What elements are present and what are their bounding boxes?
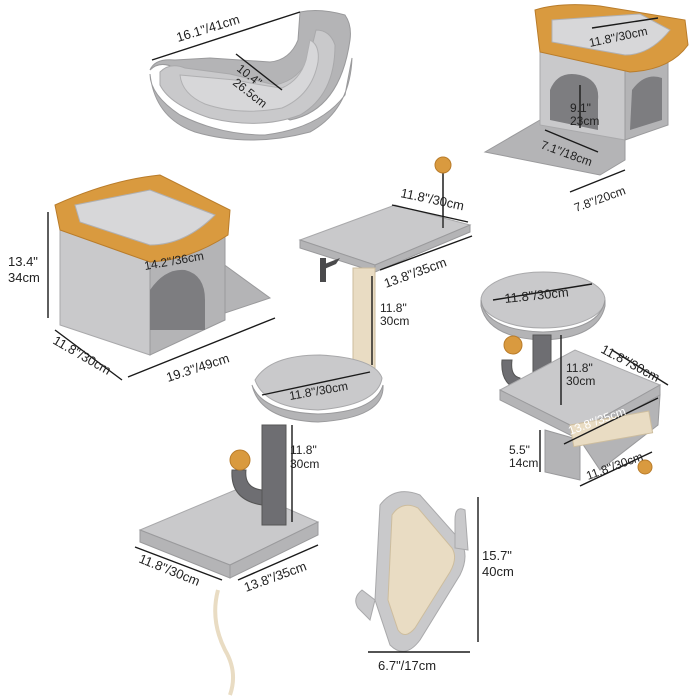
- cactus-post-height-cm-label: 30cm: [290, 457, 319, 471]
- right-height-in-label: 5.5": [509, 443, 530, 457]
- cactus-scratcher-board: [355, 491, 469, 652]
- cactus-post-base: [138, 424, 320, 696]
- right-cactus-height-cm-label: 30cm: [566, 374, 595, 388]
- platform-cactus-roller: [480, 271, 662, 481]
- scratcher-height-in-label: 15.7": [482, 548, 512, 563]
- right-top-platform-label: 11.8"/30cm: [504, 284, 570, 306]
- post-height-in-label: 11.8": [380, 301, 407, 315]
- right-cactus-height-in-label: 11.8": [566, 361, 593, 375]
- house-height-cm-label: 34cm: [8, 270, 40, 285]
- house-height-in-label: 13.4": [8, 254, 38, 269]
- house-base-width-label: 19.3"/49cm: [164, 350, 231, 384]
- condo-door-height-in-label: 9.1": [570, 101, 591, 115]
- scratcher-width-label: 6.7"/17cm: [378, 658, 436, 673]
- post-height-cm-label: 30cm: [380, 314, 409, 328]
- condo-box: [483, 4, 689, 176]
- bed-width-label: 16.1"/41cm: [174, 11, 241, 44]
- condo-door-height-cm-label: 23cm: [570, 114, 599, 128]
- cactus-post-height-in-label: 11.8": [290, 443, 317, 457]
- right-height-cm-label: 14cm: [509, 456, 538, 470]
- house-condo: [54, 174, 272, 356]
- scratcher-height-cm-label: 40cm: [482, 564, 514, 579]
